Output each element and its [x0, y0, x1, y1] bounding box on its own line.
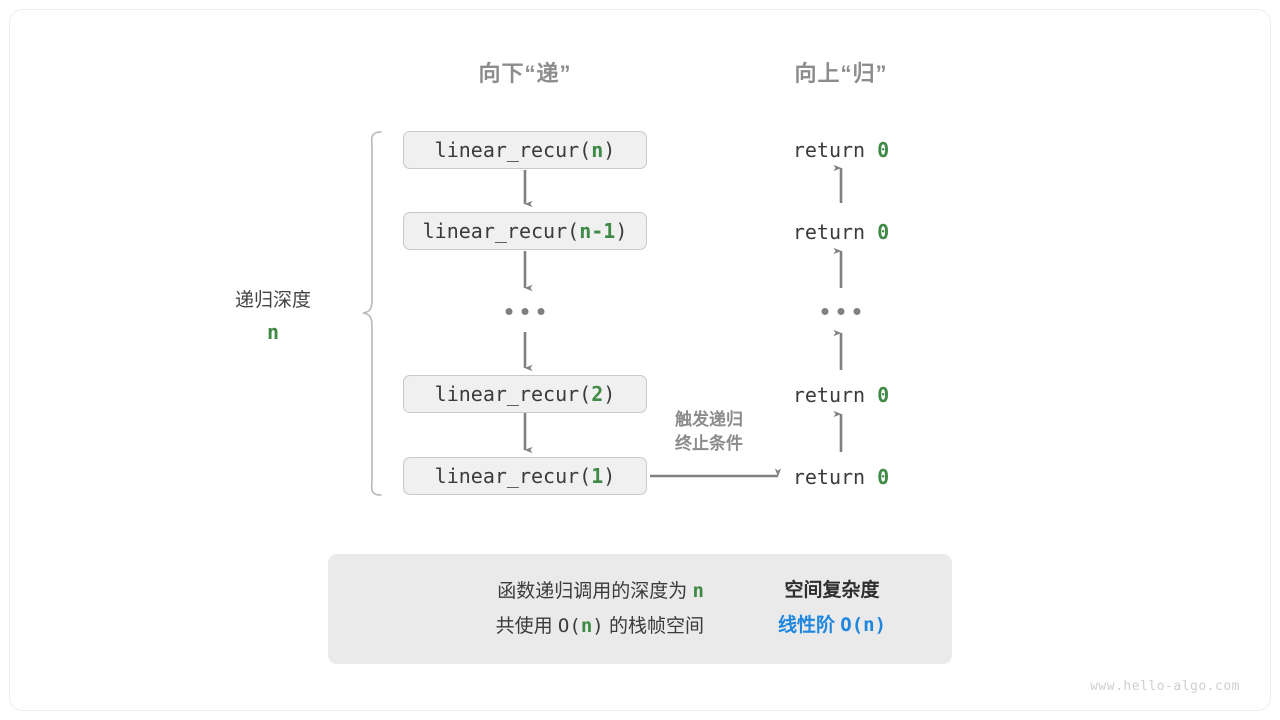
- return-value: 0: [877, 465, 890, 489]
- call-arg: n: [591, 138, 604, 162]
- call-suffix: ): [603, 138, 616, 162]
- call-frame-box[interactable]: linear_recur(2): [403, 375, 647, 413]
- summary-line-2-text: 共使用: [495, 616, 558, 637]
- call-prefix: linear_recur(: [434, 464, 592, 488]
- dot: [537, 308, 545, 315]
- summary-line-2-tail: 的栈帧空间: [603, 616, 704, 637]
- return-keyword: return: [792, 465, 866, 489]
- base-case-note-line2: 终止条件: [675, 434, 743, 453]
- column-heading-up: 向上“归”: [794, 61, 888, 86]
- summary-left-text: 函数递归调用的深度为 n 共使用 O(n) 的栈帧空间: [354, 574, 704, 644]
- call-arg: n-1: [579, 219, 616, 243]
- complexity-order-text: 线性阶: [777, 615, 841, 636]
- ellipsis-left: [505, 308, 545, 315]
- dot: [821, 308, 829, 315]
- watermark: www.hello-algo.com: [1090, 679, 1240, 694]
- recursion-depth-label: 递归深度: [234, 290, 312, 311]
- summary-line-2-o: O(: [557, 615, 581, 637]
- summary-panel: 函数递归调用的深度为 n 共使用 O(n) 的栈帧空间 空间复杂度 线性阶 O(…: [328, 554, 952, 664]
- summary-line-2-n: n: [580, 615, 593, 637]
- ellipsis-right: [821, 308, 861, 315]
- call-frame-box[interactable]: linear_recur(1): [403, 457, 647, 495]
- summary-line-1-text: 函数递归调用的深度为: [497, 581, 693, 602]
- return-statement: return 0: [793, 220, 889, 244]
- call-suffix: ): [603, 382, 616, 406]
- recursion-depth-value: n: [266, 320, 280, 344]
- summary-line-1: 函数递归调用的深度为 n: [354, 574, 704, 609]
- call-frame-box[interactable]: linear_recur(n-1): [403, 212, 647, 250]
- return-value: 0: [877, 220, 890, 244]
- dot: [837, 308, 845, 315]
- base-case-note-line1: 触发递归: [675, 410, 743, 429]
- return-keyword: return: [792, 220, 866, 244]
- summary-right-text: 空间复杂度 线性阶 O(n): [732, 574, 932, 643]
- complexity-title: 空间复杂度: [784, 580, 880, 601]
- column-heading-down: 向下“递”: [478, 61, 572, 86]
- base-case-note: 触发递归 终止条件: [675, 408, 743, 456]
- call-prefix: linear_recur(: [434, 138, 592, 162]
- return-keyword: return: [792, 383, 866, 407]
- return-value: 0: [877, 383, 890, 407]
- call-prefix: linear_recur(: [434, 382, 592, 406]
- dot: [853, 308, 861, 315]
- summary-line-2: 共使用 O(n) 的栈帧空间: [354, 609, 704, 644]
- return-statement: return 0: [793, 138, 889, 162]
- dot: [505, 308, 513, 315]
- dot: [521, 308, 529, 315]
- return-value: 0: [877, 138, 890, 162]
- return-keyword: return: [792, 138, 866, 162]
- call-prefix: linear_recur(: [422, 219, 580, 243]
- complexity-order-mono: O(n): [840, 614, 887, 636]
- call-suffix: ): [603, 464, 616, 488]
- return-statement: return 0: [793, 383, 889, 407]
- call-arg: 2: [591, 382, 604, 406]
- call-frame-box[interactable]: linear_recur(n): [403, 131, 647, 169]
- summary-line-2-paren: ): [592, 615, 604, 637]
- complexity-value: 线性阶 O(n): [732, 608, 932, 643]
- summary-line-1-n: n: [692, 580, 704, 602]
- call-suffix: ): [615, 219, 628, 243]
- return-statement: return 0: [793, 465, 889, 489]
- call-arg: 1: [591, 464, 604, 488]
